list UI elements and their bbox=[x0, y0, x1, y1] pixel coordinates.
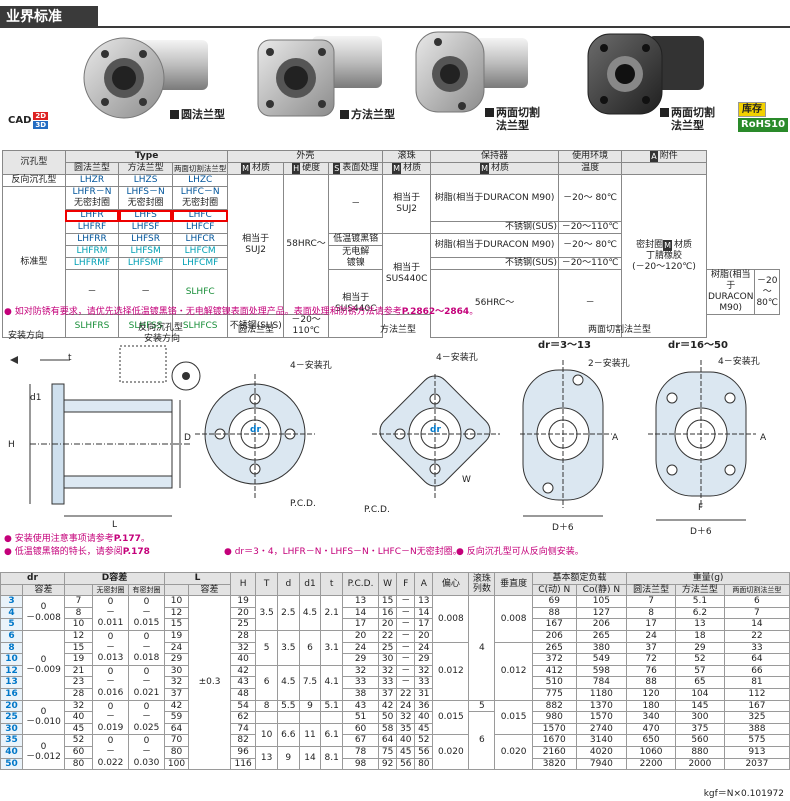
cad-2d-tag: 2D bbox=[33, 112, 49, 120]
note-reverse: ● 反向沉孔型可从反向侧安装。 bbox=[456, 547, 584, 557]
product-label-cut-black: 两面切割法兰型 bbox=[660, 106, 715, 132]
svg-text:4－安装孔: 4－安装孔 bbox=[290, 359, 332, 371]
technical-drawings: 安装方向 反向沉孔型 安装方向 H D L d1 t 圆法兰型 方法兰型 两面切… bbox=[8, 321, 767, 536]
product-images bbox=[83, 31, 704, 119]
svg-text:D＋6: D＋6 bbox=[690, 526, 712, 536]
svg-text:2－安装孔: 2－安装孔 bbox=[588, 357, 630, 369]
product-label-round: 圆法兰型 bbox=[170, 108, 225, 121]
svg-text:dr: dr bbox=[250, 425, 261, 435]
svg-text:P.C.D.: P.C.D. bbox=[364, 505, 390, 515]
product-square-flange bbox=[257, 36, 382, 117]
note-black-chrome: ● 低温镀黑铬的特长，请参阅P.178 bbox=[4, 547, 150, 557]
svg-text:D: D bbox=[184, 433, 191, 443]
highlighted-type: LHFR bbox=[64, 209, 120, 222]
note-install: ● 安装使用注意事项请参考P.177。 bbox=[4, 534, 150, 544]
product-cut-flange-black bbox=[587, 33, 704, 115]
cad-3d-tag: 3D bbox=[33, 121, 49, 129]
svg-text:H: H bbox=[8, 440, 15, 450]
square-flange-drawing bbox=[372, 374, 500, 498]
bullet-square-icon bbox=[340, 110, 349, 119]
note-no-seal: ● dr＝3・4，LHFR－N・LHFS－N・LHFC－N无密封圈。 bbox=[224, 547, 462, 557]
bullet-square-icon bbox=[660, 108, 669, 117]
label-cut-drawing: 两面切割法兰型 bbox=[588, 323, 651, 335]
svg-text:L: L bbox=[112, 520, 117, 530]
side-view-drawing bbox=[10, 345, 201, 517]
svg-text:P.C.D.: P.C.D. bbox=[290, 499, 316, 509]
bullet-square-icon bbox=[170, 110, 179, 119]
product-label-square: 方法兰型 bbox=[340, 108, 395, 121]
label-round-drawing: 圆法兰型 bbox=[238, 323, 274, 335]
product-round-flange bbox=[83, 37, 208, 119]
label-square-drawing: 方法兰型 bbox=[380, 323, 416, 335]
product-label-cut: 两面切割法兰型 bbox=[485, 106, 540, 132]
section-header: 业界标准 bbox=[0, 0, 790, 28]
note-rust: ● 如对防锈有要求，请优先选择低温镀黑铬・无电解镀镍表面处理产品。表面处理和防锈… bbox=[4, 307, 479, 317]
svg-text:安装方向: 安装方向 bbox=[144, 332, 180, 344]
svg-text:D＋6: D＋6 bbox=[552, 522, 574, 533]
svg-text:dr: dr bbox=[430, 425, 441, 435]
cad-label: CAD bbox=[8, 115, 32, 126]
svg-text:A: A bbox=[612, 433, 619, 443]
cad-badge: CAD 2D 3D bbox=[8, 112, 49, 129]
section-title: 业界标准 bbox=[0, 6, 98, 28]
svg-text:t: t bbox=[68, 353, 72, 363]
bullet-square-icon bbox=[485, 108, 494, 117]
svg-text:W: W bbox=[462, 475, 471, 485]
rohs-badge: RoHS10 bbox=[738, 118, 789, 132]
svg-text:F: F bbox=[698, 503, 703, 513]
label-dr-range-b: dr＝16～50 bbox=[668, 340, 728, 351]
svg-text:4－安装孔: 4－安装孔 bbox=[718, 355, 760, 367]
stock-badge: 库存 bbox=[738, 102, 766, 117]
cut-flange-drawing-b bbox=[648, 360, 756, 521]
product-cut-flange bbox=[415, 31, 528, 113]
unit-footnote: kgf＝N×0.101972 bbox=[703, 789, 784, 799]
cut-flange-drawing-a bbox=[520, 360, 612, 517]
label-install-direction: 安装方向 bbox=[8, 329, 44, 341]
section-rule bbox=[0, 26, 790, 28]
svg-text:4－安装孔: 4－安装孔 bbox=[436, 351, 478, 363]
svg-text:d1: d1 bbox=[30, 393, 41, 403]
dimension-table: dr D容差 L H T d d1 t P.C.D. W F A 偏心 滚珠列数… bbox=[0, 571, 790, 771]
label-dr-range-a: dr＝3～13 bbox=[538, 340, 591, 351]
label-reverse: 反向沉孔型 bbox=[138, 321, 183, 333]
svg-text:A: A bbox=[760, 433, 767, 443]
round-flange-drawing bbox=[195, 374, 315, 498]
